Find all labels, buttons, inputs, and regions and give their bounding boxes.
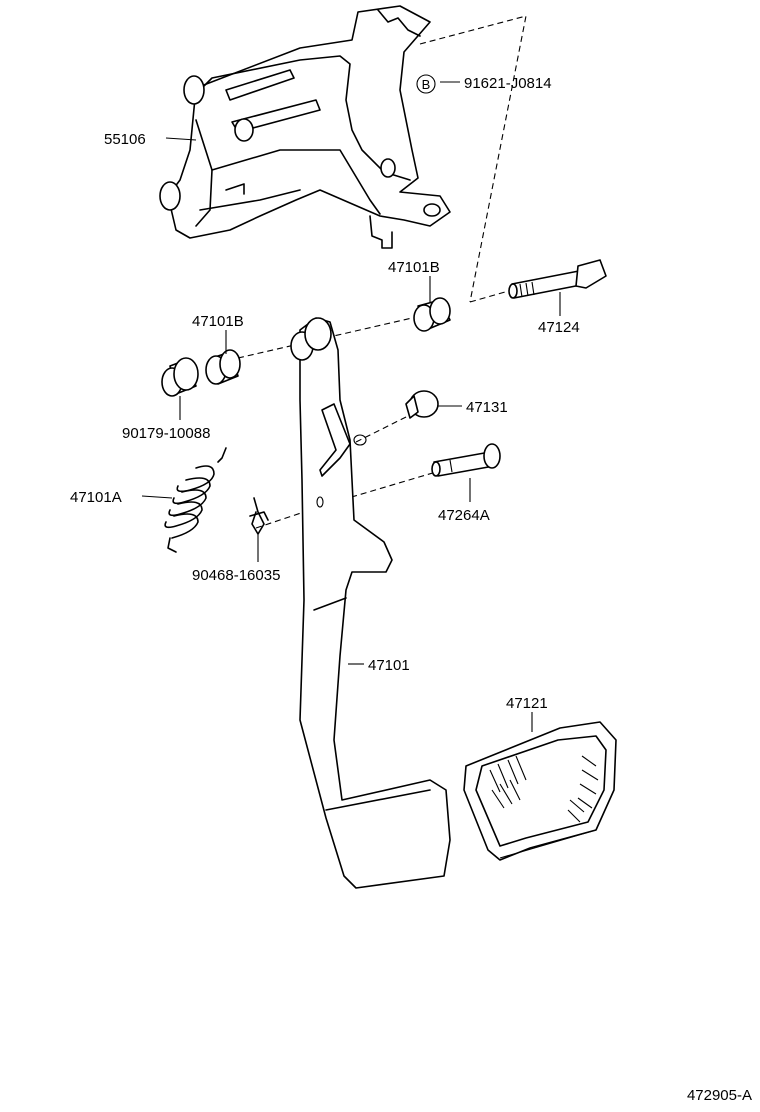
bolt-47124 [508,259,607,299]
collar-90179 [161,357,199,397]
callout-47101: 47101 [368,657,410,674]
callout-47101a: 47101A [70,489,122,506]
spring-47101a [164,447,227,553]
callout-47121: 47121 [506,695,548,712]
callout-90179: 90179-10088 [122,425,210,442]
clip-90468 [249,497,269,535]
bushing-47101b-left [205,349,241,385]
stopper-47131 [405,390,439,419]
callout-47101b-top: 47101B [388,259,440,276]
callout-91621: 91621-J0814 [464,75,552,92]
leader-47101a [141,495,173,499]
pin-47264a [431,443,501,477]
pedal-arm-47101 [290,317,451,889]
callout-90468: 90468-16035 [192,567,280,584]
callout-47264a: 47264A [438,507,490,524]
leader-55106 [165,137,197,141]
diagram-id: 472905-A [687,1087,752,1104]
dash-stop-to-pedal [355,413,413,443]
pedal-bracket [159,5,451,249]
dash-bolt-to-bushing [469,289,513,303]
pedal-pad-47121 [463,721,617,861]
callout-47131: 47131 [466,399,508,416]
marker-b-letter: B [422,77,431,92]
callout-47124: 47124 [538,319,580,336]
bushing-47101b-top [413,297,451,332]
dash-bracket-to-bolt [419,15,527,303]
callout-55106: 55106 [104,131,146,148]
callout-47101b-left: 47101B [192,313,244,330]
marker-b-circle [416,74,436,94]
